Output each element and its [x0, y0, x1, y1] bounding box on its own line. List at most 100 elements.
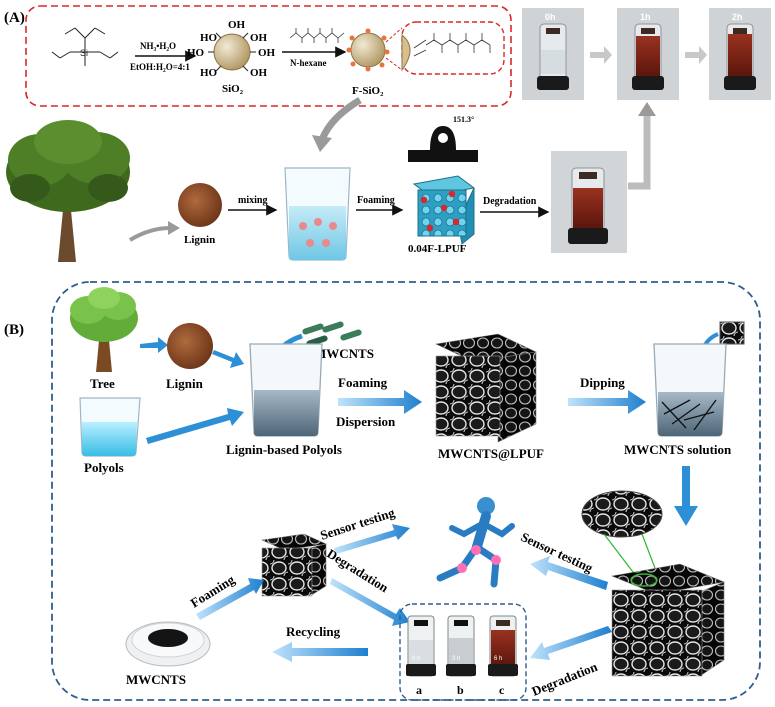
mwcnts-label-top: MWCNTS	[314, 346, 374, 361]
sensor-testing-arrow-left	[334, 524, 410, 554]
vial-letter-a: a	[416, 683, 422, 697]
tree-to-lignin-arrow-b	[140, 337, 168, 353]
time-label-1h: 1h	[640, 12, 651, 22]
tree-lignin-arrowhead	[168, 221, 180, 235]
degradation-label-left: Degradation	[324, 546, 391, 596]
vial-photo-2h	[709, 8, 771, 100]
degradation-arrow-left	[330, 578, 410, 626]
mwcnts-rods	[302, 321, 362, 347]
foaming-label-b: Foaming	[338, 375, 388, 390]
arrow-0h-1h	[590, 46, 612, 64]
degradation-label-right: Degradation	[530, 659, 601, 699]
sem-zoom-circle	[581, 490, 663, 538]
polyols-label: Polyols	[84, 460, 124, 475]
sio2-sphere	[208, 32, 256, 72]
ho-left-bottom: HO	[200, 67, 218, 79]
surface-grafting-structure	[401, 33, 491, 72]
tree-illustration-b	[70, 287, 138, 372]
time-label-2h: 2h	[732, 12, 743, 22]
degradation-vial-b	[446, 615, 476, 677]
vial-letter-b: b	[457, 683, 464, 697]
lignin-powder-b	[167, 323, 213, 369]
mwcnts-lpuf-label: MWCNTS@LPUF	[438, 446, 544, 461]
contact-angle-label: 151.3°	[453, 115, 474, 124]
polyols-to-beaker-arrow	[146, 408, 244, 444]
teos-molecule: Si	[51, 27, 119, 66]
vial-time-b: 3 h	[452, 656, 460, 662]
fsio2-to-beaker-arrow	[318, 96, 362, 142]
degraded-vial-photo	[551, 151, 627, 253]
mwcnts-solution-label: MWCNTS solution	[624, 442, 732, 457]
lignin-label-a: Lignin	[184, 234, 215, 246]
mwcnts-lpuf-cube	[434, 333, 538, 443]
foam-name-label: 0.04F-LPUF	[408, 243, 467, 255]
degradation-vial-a	[406, 615, 436, 677]
contact-angle-droplet	[408, 126, 478, 162]
time-label-0h: 0h	[545, 12, 556, 22]
foaming-dispersion-arrow	[338, 390, 422, 414]
vial-photo-0h	[522, 8, 584, 100]
mwcnts-dish	[125, 621, 211, 667]
degraded-to-1h-arrowhead	[638, 102, 656, 116]
degradation-vials-box	[399, 603, 527, 701]
foaming-arrow-left	[196, 578, 264, 620]
polyols-beaker	[79, 397, 141, 457]
coated-foam-cube	[610, 563, 726, 677]
zoom-link-bottom	[385, 57, 403, 71]
oh-right: OH	[258, 47, 276, 59]
fsio2-label: F-SiO₂	[352, 85, 384, 97]
panel-b-label: (B)	[4, 322, 24, 338]
reagent-top: NH₃•H₂O	[140, 41, 176, 51]
dipping-arrow	[568, 390, 646, 414]
foaming-label-left: Foaming	[188, 572, 238, 611]
mwcnts-label-bottom: MWCNTS	[126, 672, 186, 687]
vial-time-a: 0 h	[412, 656, 420, 662]
ho-left: HO	[187, 47, 205, 59]
degraded-to-1h-arrow	[628, 112, 651, 190]
oh-top: OH	[228, 19, 246, 31]
oh-right-top: OH	[250, 32, 268, 44]
degradation-arrow-right	[530, 626, 612, 660]
svg-text:Si: Si	[80, 48, 88, 58]
zoom-link-top	[385, 27, 403, 43]
mixing-label: mixing	[238, 195, 267, 206]
f-lpuf-foam-cube	[412, 175, 476, 245]
fsio2-arrowhead	[312, 135, 332, 152]
runner-figure	[436, 497, 515, 588]
solution-to-cube-arrow	[674, 466, 698, 526]
beaker-a	[284, 167, 351, 261]
panel-a-label: (A)	[4, 10, 25, 26]
solvent-label: N-hexane	[290, 58, 327, 68]
degradation-label-a: Degradation	[483, 196, 537, 207]
tree-illustration-a	[6, 120, 130, 262]
fsio2-sphere	[346, 28, 390, 72]
tree-label-b: Tree	[90, 376, 115, 391]
lignin-label-b: Lignin	[166, 376, 204, 391]
mwcnts-solution-beaker	[653, 343, 727, 437]
ho-left-top: HO	[200, 32, 218, 44]
lignin-polyols-label: Lignin-based Polyols	[226, 442, 342, 457]
dispersion-label: Dispersion	[336, 414, 396, 429]
sensor-testing-arrow-right	[530, 556, 608, 590]
recycling-label: Recycling	[286, 624, 341, 639]
foaming-label-a: Foaming	[357, 195, 395, 206]
lignin-polyols-beaker	[249, 343, 323, 437]
vial-time-c: 6 h	[494, 656, 502, 662]
tree-to-lignin-arrow	[128, 226, 171, 242]
zoom-line-left	[603, 533, 637, 577]
sio2-label: SiO₂	[222, 83, 244, 95]
arrow-1h-2h	[685, 46, 707, 64]
panel-b-dashed-box	[51, 281, 761, 701]
lignin-powder-a	[178, 183, 222, 227]
small-foam-cube	[719, 321, 745, 345]
small-coated-cube-left	[260, 533, 328, 597]
vial-letter-c: c	[499, 683, 505, 697]
dipping-label: Dipping	[580, 375, 625, 390]
reagent-bottom: EtOH:H₂O=4:1	[130, 62, 190, 72]
zoom-box	[401, 21, 505, 75]
degradation-vial-c	[488, 615, 518, 677]
recycling-arrow	[272, 642, 368, 662]
oh-right-bottom: OH	[250, 67, 268, 79]
fluorosilane-structure	[289, 28, 345, 43]
